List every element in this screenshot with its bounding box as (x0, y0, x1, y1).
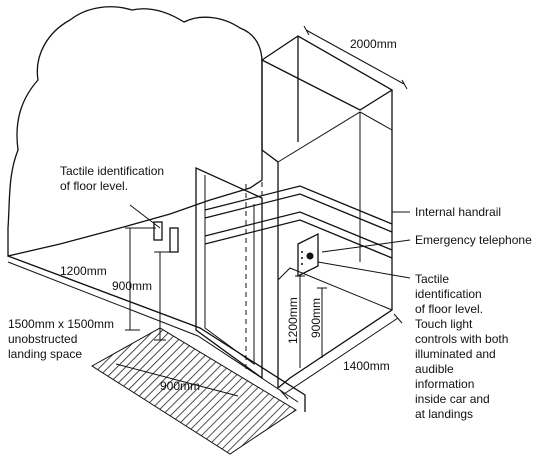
wall-base-edge (7, 261, 299, 403)
tactile-inside-line: illuminated and (415, 347, 496, 361)
label-2000: 2000mm (350, 37, 397, 51)
shaft-right-edge (277, 90, 393, 389)
wall-base (7, 255, 306, 412)
dim-900-door (115, 363, 239, 397)
tactile-inside-line: of floor level. (415, 302, 483, 316)
label-900-outside: 900mm (112, 279, 152, 293)
label-1400: 1400mm (343, 359, 390, 373)
label-emergency-telephone: Emergency telephone (415, 233, 532, 247)
tactile-plate-outside-2 (169, 227, 179, 253)
leader-telephone (321, 239, 411, 253)
tactile-inside-line: Tactile (415, 272, 449, 286)
handrail-upper-2 (204, 193, 393, 233)
telephone-panel (297, 232, 319, 278)
label-900-door: 900mm (160, 379, 200, 393)
handrail-lower (204, 211, 393, 251)
leader-tactile-outside (129, 204, 161, 229)
tactile-inside-line: Touch light (415, 317, 473, 331)
tactile-inside-line: identification (415, 287, 482, 301)
wall-mass (7, 6, 263, 257)
dim-1200-outside (125, 227, 156, 331)
label-1200-inside: 1200mm (286, 297, 300, 344)
tactile-plate-outside (153, 221, 163, 241)
car-floor (277, 267, 393, 311)
leader-tactile-inside (317, 261, 411, 279)
telephone-icon (306, 252, 314, 260)
shaft-inner-back (277, 111, 393, 163)
handrail-upper (204, 185, 393, 225)
control-dots (301, 251, 303, 265)
landing-space-line: unobstructed (8, 332, 77, 346)
tactile-inside-line: controls with both (415, 332, 508, 346)
dim-900-outside (154, 251, 172, 341)
tactile-inside-line: inside car and (415, 392, 490, 406)
label-tactile-outside-2: of floor level. (60, 179, 128, 193)
dim-1400 (279, 313, 403, 400)
dim-1200-inside (295, 275, 305, 368)
label-internal-handrail: Internal handrail (415, 205, 501, 219)
label-1200-outside: 1200mm (60, 264, 107, 278)
shaft-left-edge (261, 60, 279, 388)
door-frame-inner (204, 175, 255, 365)
label-tactile-outside-1: Tactile identification (60, 164, 164, 178)
landing-space-line: landing space (8, 347, 82, 361)
door-frame (195, 166, 263, 380)
label-landing-space: 1500mm x 1500mm unobstructed landing spa… (8, 317, 114, 361)
landing-space-line: 1500mm x 1500mm (8, 317, 114, 331)
dim-900-inside (317, 287, 327, 358)
label-900-inside: 900mm (309, 298, 323, 338)
label-tactile-inside: Tactile identification of floor level. T… (415, 272, 508, 421)
landing-space-hatch (91, 327, 297, 455)
tactile-inside-line: information (415, 377, 474, 391)
dim-2000 (303, 25, 408, 90)
handrail-lower-2 (204, 219, 393, 259)
tactile-inside-line: audible (415, 362, 454, 376)
tactile-inside-line: at landings (415, 407, 473, 421)
